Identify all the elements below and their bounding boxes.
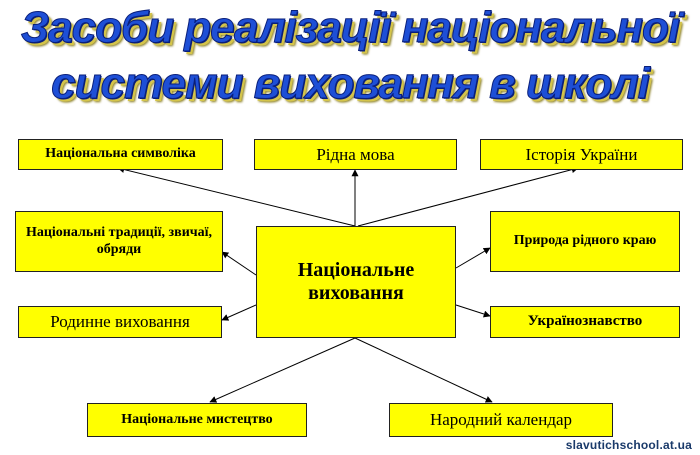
arrow-to-ukrainian-studies <box>455 304 491 318</box>
arrow-to-calendar <box>354 337 493 403</box>
box-national-education-center: Національне виховання <box>256 226 456 338</box>
box-ukrainian-studies: Українознавство <box>490 306 680 338</box>
box-history-of-ukraine: Історія України <box>480 139 683 170</box>
title-line-1: Засоби реалізації національної <box>20 3 680 52</box>
box-family-education: Родинне виховання <box>18 306 222 338</box>
box-native-language: Рідна мова <box>254 139 457 170</box>
center-line-1: Національне <box>297 259 415 281</box>
box-national-symbolics: Національна символіка <box>18 139 223 170</box>
title-line-2: системи виховання в школі <box>51 59 651 108</box>
box-native-nature: Природа рідного краю <box>490 211 680 272</box>
arrow-to-family <box>221 304 257 321</box>
box-national-art: Національне мистецтво <box>87 403 307 437</box>
center-line-2: виховання <box>308 282 404 304</box>
arrow-to-art <box>209 337 356 403</box>
arrow-to-symbolics <box>117 166 356 227</box>
arrow-to-traditions <box>221 251 257 276</box>
box-folk-calendar: Народний календар <box>389 403 613 437</box>
box-national-traditions: Національні традиції, звичаї, обряди <box>15 211 223 272</box>
watermark: slavutichschool.at.ua <box>565 438 692 452</box>
arrow-to-nature <box>455 247 491 269</box>
arrow-to-history <box>357 166 579 227</box>
